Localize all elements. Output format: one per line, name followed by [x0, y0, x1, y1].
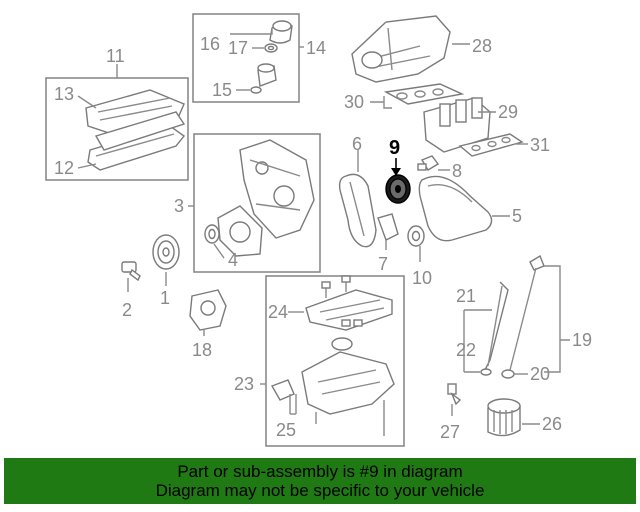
callout-27: 27: [440, 422, 460, 442]
crank-pulley-1: [152, 234, 180, 270]
callout-29: 29: [498, 102, 518, 122]
callout-17: 17: [228, 38, 248, 58]
info-banner: Part or sub-assembly is #9 in diagram Di…: [4, 458, 636, 504]
callout-15: 15: [212, 80, 232, 100]
group-box-3: [193, 133, 321, 273]
callout-24: 24: [268, 302, 288, 322]
callout-4: 4: [228, 250, 238, 270]
oil-filter-26: [487, 398, 521, 437]
sensor-27: [447, 383, 462, 406]
callout-1: 1: [160, 288, 170, 308]
bolts-upper: [321, 275, 363, 327]
callout-20: 20: [530, 364, 550, 384]
callout-30: 30: [344, 92, 364, 112]
callout-25: 25: [276, 420, 296, 440]
oil-fill-cap-16: [269, 20, 293, 44]
front-cover-lower: [217, 205, 263, 257]
callout-8: 8: [452, 161, 462, 181]
callout-14: 14: [306, 38, 326, 58]
cam-cover-lower: [94, 111, 186, 151]
callout-3: 3: [174, 196, 184, 216]
callout-21: 21: [456, 286, 476, 306]
bolts-25: [289, 394, 385, 436]
bolt-2: [121, 261, 141, 282]
callout-23: 23: [234, 374, 254, 394]
intake-gasket-30: [383, 83, 465, 105]
parts-diagram: 11 13 12 14 16 17 15 28: [45, 13, 592, 447]
callout-7: 7: [378, 254, 388, 274]
o-ring-22: [480, 368, 492, 376]
timing-chain-6: [338, 173, 377, 248]
callout-18: 18: [192, 340, 212, 360]
callout-13: 13: [54, 84, 74, 104]
oil-pan: [301, 337, 395, 415]
tensioner-8: [417, 155, 440, 171]
callout-6: 6: [352, 134, 362, 154]
oil-pump-18: [189, 289, 227, 331]
callout-19: 19: [572, 330, 592, 350]
callout-16: 16: [200, 34, 220, 54]
windage-tray-24: [305, 289, 393, 331]
seal-4: [204, 224, 220, 244]
sprocket-10: [407, 225, 425, 247]
o-ring-20: [501, 369, 515, 379]
banner-line-1: Part or sub-assembly is #9 in diagram: [177, 462, 463, 481]
dipstick-19: [509, 254, 545, 371]
callout-2: 2: [122, 300, 132, 320]
front-cover: [239, 139, 315, 239]
seal-17: [264, 43, 278, 53]
oil-pickup: [270, 379, 295, 401]
banner-line-2: Diagram may not be specific to your vehi…: [155, 481, 485, 500]
callout-26: 26: [542, 414, 562, 434]
timing-chain-5: [418, 175, 493, 242]
group-box-23: [265, 275, 405, 447]
callout-28: 28: [472, 36, 492, 56]
callout-12: 12: [54, 158, 74, 178]
chain-guide-7: [377, 213, 399, 241]
callout-11: 11: [106, 46, 125, 66]
sprocket-9: [385, 174, 411, 204]
callout-22: 22: [456, 340, 476, 360]
oil-fill-tube-15: [250, 63, 277, 94]
dipstick-tube-21: [483, 281, 509, 373]
intake-manifold-28: [351, 15, 451, 83]
lower-intake-29: [423, 97, 491, 153]
intake-gasket-31: [458, 133, 524, 157]
callout-31: 31: [530, 135, 550, 155]
callout-10: 10: [412, 268, 432, 288]
callout-9-highlight: 9: [389, 137, 400, 159]
callout-5: 5: [512, 206, 522, 226]
group-box-14: [192, 13, 300, 103]
